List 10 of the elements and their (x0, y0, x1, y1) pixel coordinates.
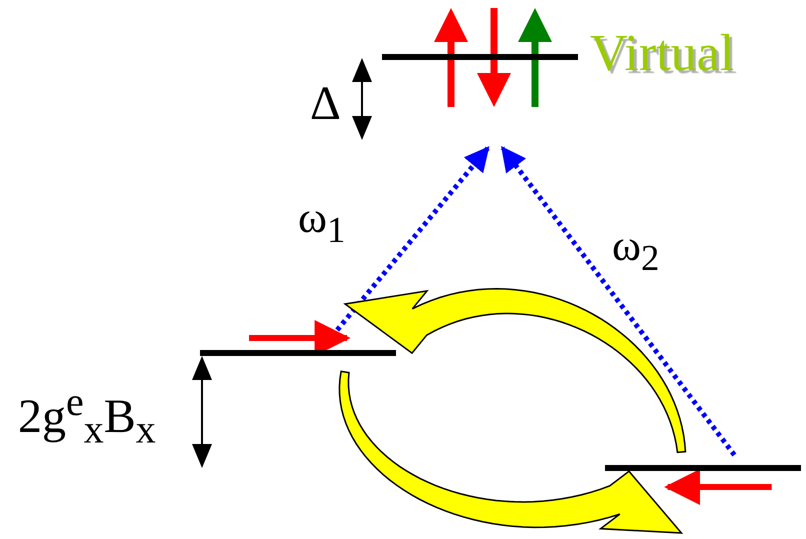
dotted-arrow (500, 146, 736, 456)
edge-label: ω$_{2}$ (612, 224, 660, 276)
curved-arrow (343, 288, 686, 454)
dotted-arrow (335, 146, 490, 332)
curved-arrow (338, 370, 684, 534)
edge-label: ω$_{1}$ (298, 196, 346, 248)
dimension-label: Δ (310, 80, 341, 128)
dimension-label: 2g$^{e}$$_{x}$B$_{x}$ (18, 382, 156, 450)
arrow (664, 469, 772, 505)
level-label: Virtual (590, 28, 734, 80)
